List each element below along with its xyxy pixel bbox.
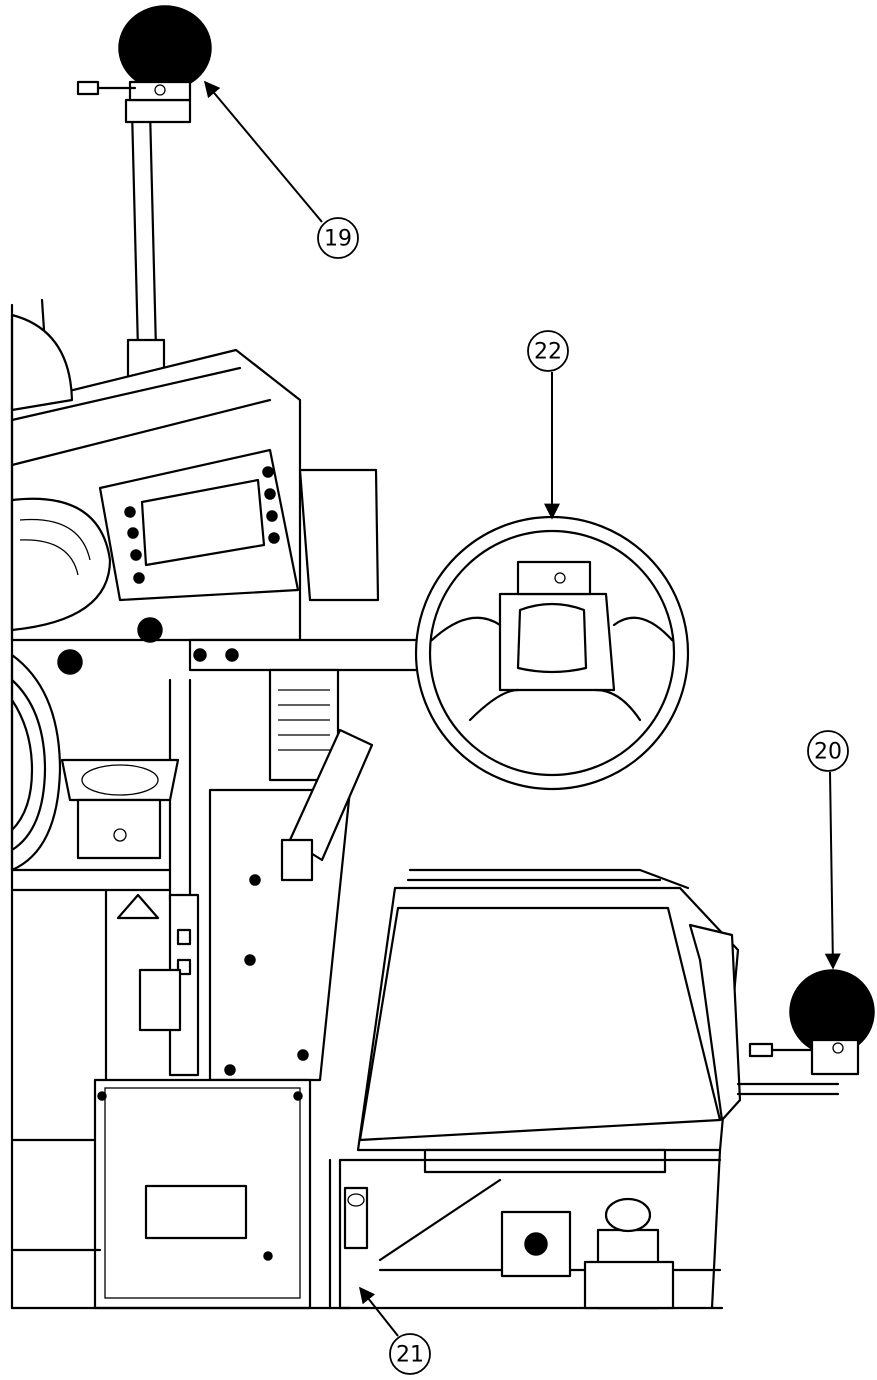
left-wheel [10, 653, 62, 872]
operator-seat [338, 868, 742, 1310]
callout-21-label: 21 [396, 1343, 424, 1368]
left-lower-assembly [10, 758, 200, 1142]
callout-22: 22 [527, 330, 569, 372]
callout-22-label: 22 [534, 340, 562, 365]
fuse-block [278, 689, 330, 751]
front-panel-box [93, 1078, 312, 1310]
callout-20-label: 20 [814, 740, 842, 765]
steering-wheel [414, 515, 690, 791]
lower-connector [328, 1158, 369, 1310]
beacon-lamp-top [76, 5, 212, 382]
callout-19: 19 [317, 217, 359, 259]
lower-frame [10, 303, 724, 1310]
callout-19-label: 19 [324, 227, 352, 252]
callout-19-leader [203, 80, 323, 223]
dashboard-console [10, 298, 302, 675]
callout-21-leader [359, 1286, 399, 1337]
beacon-lamp-right [736, 969, 875, 1096]
callout-20-leader [824, 771, 841, 970]
central-frame [168, 468, 422, 1082]
callout-21: 21 [389, 1333, 431, 1375]
callout-20: 20 [807, 730, 849, 772]
